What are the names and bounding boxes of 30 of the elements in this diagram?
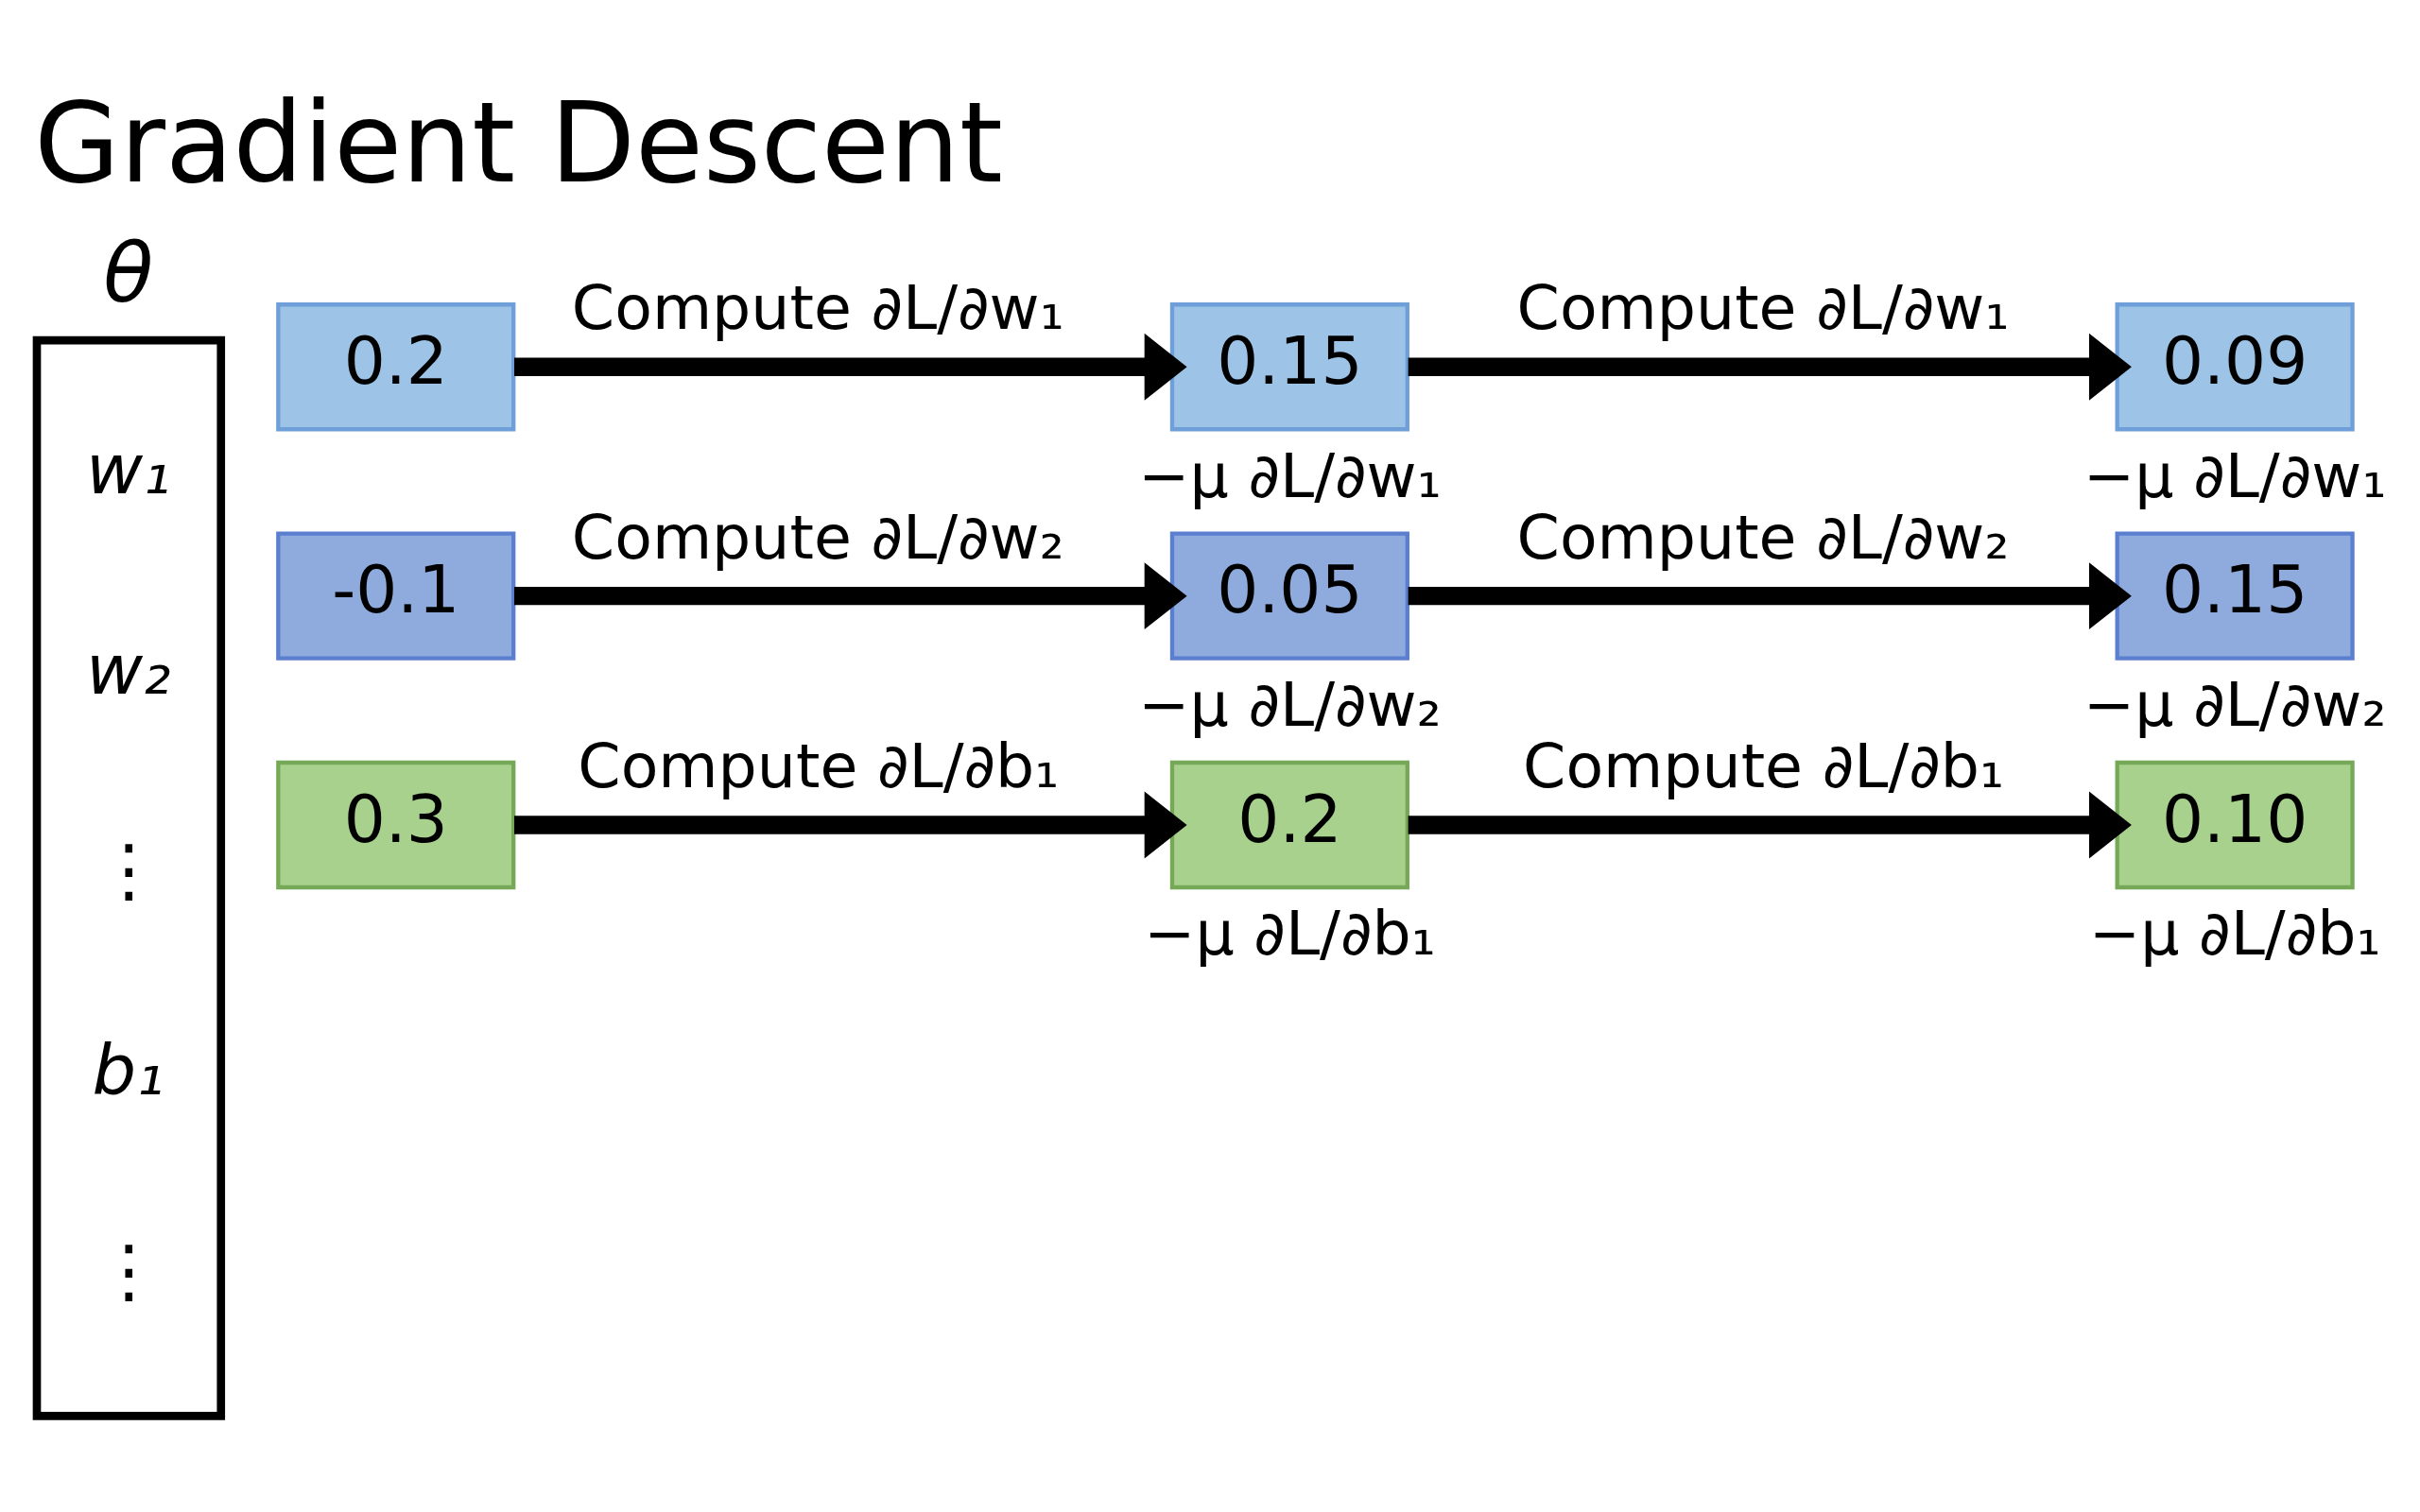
edge-label: Compute ∂L/∂w₂ [571, 501, 1064, 573]
label: −μ ∂L/∂b₁ [2088, 897, 2381, 969]
node-box: 0.2 [276, 301, 516, 431]
label: −μ ∂L/∂b₁ [1144, 897, 1436, 969]
node-box: 0.3 [276, 760, 516, 889]
label: −μ ∂L/∂w₂ [2083, 668, 2387, 740]
edge-label: Compute ∂L/∂b₁ [578, 730, 1060, 801]
arrow [1408, 791, 2132, 858]
edge-label: Compute ∂L/∂w₁ [571, 271, 1064, 343]
arrow [1408, 333, 2132, 401]
label: −μ ∂L/∂w₂ [1138, 668, 1442, 740]
edge-label: Compute ∂L/∂b₁ [1523, 730, 2005, 801]
arrow [514, 791, 1187, 858]
edge-label: Compute ∂L/∂w₂ [1516, 501, 2010, 573]
arrow [1408, 561, 2132, 629]
node-box: w₁ w₂ ⋮ b₁ ⋮ [32, 335, 226, 1420]
node-box: 0.09 [2115, 301, 2355, 431]
label: −μ ∂L/∂w₁ [1138, 439, 1442, 511]
node-box: 0.10 [2115, 760, 2355, 889]
node-box: 0.15 [1169, 301, 1409, 431]
node-box: 0.05 [1169, 530, 1409, 661]
edge-label: Compute ∂L/∂w₁ [1516, 271, 2010, 343]
label: −μ ∂L/∂w₁ [2083, 439, 2387, 511]
arrow [514, 333, 1187, 401]
node-box: 0.2 [1169, 760, 1409, 889]
arrow [514, 561, 1187, 629]
node-label: θ [103, 225, 154, 320]
node-box: 0.15 [2115, 530, 2355, 661]
node-box: -0.1 [276, 530, 516, 661]
diagram-title: Gradient Descent [34, 78, 1003, 208]
